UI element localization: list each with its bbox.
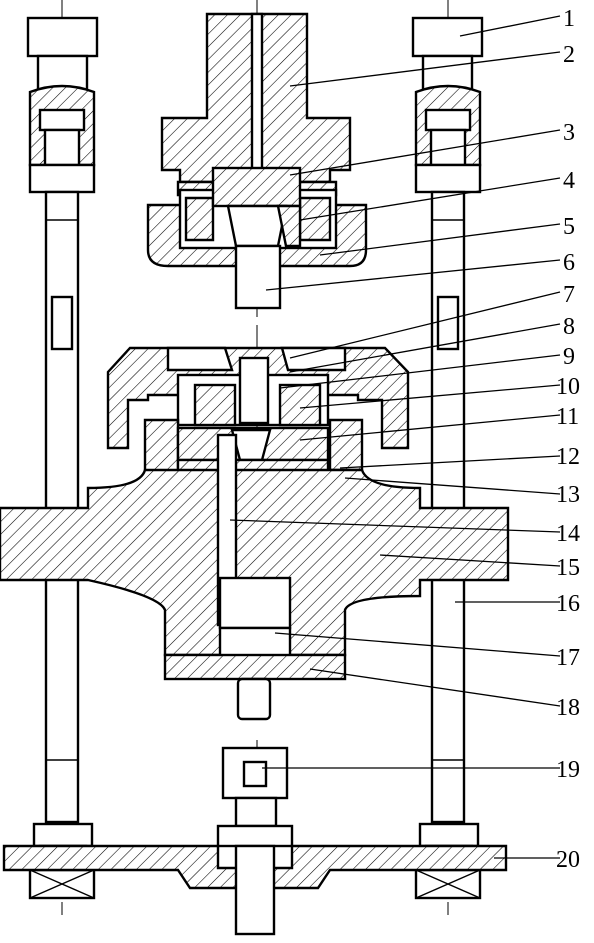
label-8: 8 (563, 314, 575, 340)
label-5: 5 (563, 214, 575, 240)
label-10: 10 (556, 374, 580, 400)
label-15: 15 (556, 555, 580, 581)
label-14: 14 (556, 521, 580, 547)
label-18: 18 (556, 695, 580, 721)
label-19: 19 (556, 757, 580, 783)
part-number-labels: 1 2 3 4 5 6 7 8 9 10 11 12 13 14 15 16 1… (556, 6, 580, 873)
label-16: 16 (556, 591, 580, 617)
right-guide-rod (411, 0, 484, 915)
lower-die (0, 325, 510, 721)
ejector-and-bottom-plate (2, 740, 508, 936)
label-9: 9 (563, 344, 575, 370)
label-7: 7 (563, 282, 575, 308)
label-17: 17 (556, 645, 580, 671)
upper-die (146, 0, 368, 320)
label-12: 12 (556, 444, 580, 470)
label-11: 11 (556, 404, 579, 430)
label-4: 4 (563, 168, 575, 194)
label-6: 6 (563, 250, 575, 276)
label-1: 1 (563, 6, 575, 32)
leader-lines (229, 15, 561, 859)
label-2: 2 (563, 42, 575, 68)
label-20: 20 (556, 847, 580, 873)
label-13: 13 (556, 482, 580, 508)
left-guide-rod (26, 0, 99, 915)
label-3: 3 (563, 120, 575, 146)
